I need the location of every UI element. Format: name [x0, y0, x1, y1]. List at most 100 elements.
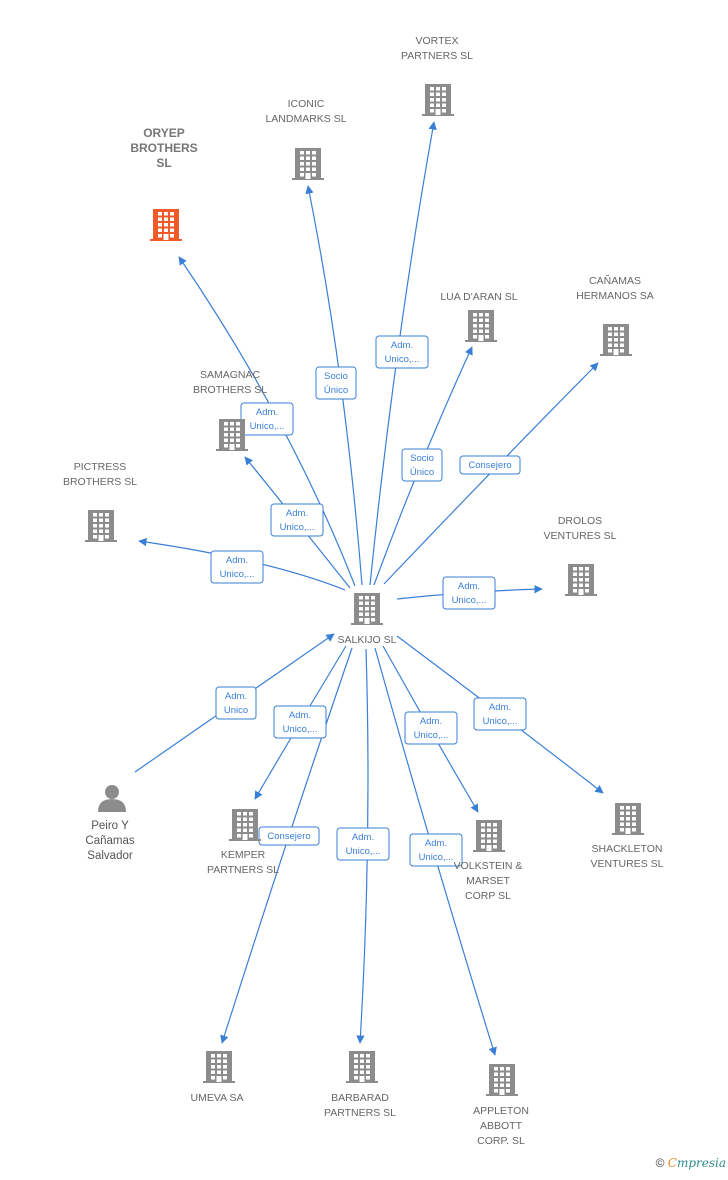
node-label-appleton: APPLETON [473, 1105, 529, 1117]
edge-label-samagnac: Adm. Unico,... [270, 503, 324, 537]
node-label-samagnac: SAMAGNAC [200, 369, 261, 381]
node-pictress[interactable]: PICTRESS BROTHERS SL [63, 461, 137, 542]
edge-label-appleton: Adm. Unico,... [409, 833, 463, 867]
node-label-shackleton: VENTURES SL [591, 858, 664, 870]
footer-brand: © Cmpresia [656, 1156, 726, 1170]
building-icon [612, 803, 644, 835]
node-luadaran[interactable]: LUA D'ARAN SL [440, 291, 518, 342]
edge-label-canamas: Consejero [459, 455, 521, 475]
node-shackleton[interactable]: SHACKLETON VENTURES SL [591, 803, 664, 870]
node-label-appleton: CORP. SL [477, 1135, 525, 1147]
node-label-salkijo: SALKIJO SL [338, 634, 397, 646]
edge-label-text: Unico,... [419, 852, 454, 863]
building-icon [473, 820, 505, 852]
node-label-kemper: KEMPER [221, 849, 266, 861]
edge-label-box [409, 833, 463, 867]
node-label-oryep: BROTHERS [130, 141, 197, 155]
building-icon [600, 324, 632, 356]
edge-label-barbarad: Adm.Unico,... [336, 827, 390, 861]
edge-label-oryep: Adm.Unico,... [240, 402, 294, 436]
edge-label-text: Adm. [286, 508, 308, 519]
node-label-iconic: LANDMARKS SL [265, 113, 346, 125]
building-icon [346, 1051, 378, 1083]
node-label-drolos: DROLOS [558, 515, 602, 527]
building-icon [465, 310, 497, 342]
edge-label-text: Adm. [226, 555, 248, 566]
edge-label-box [270, 503, 324, 537]
building-icon [351, 593, 383, 625]
edge-label-text: Unico,... [220, 569, 255, 580]
node-label-shackleton: SHACKLETON [592, 843, 663, 855]
edge-label-text: Adm. [458, 581, 480, 592]
edge-label-box [375, 335, 429, 369]
edge-label-text: Socio [324, 371, 348, 382]
node-label-pictress: PICTRESS [74, 461, 127, 473]
edge-label-box [442, 576, 496, 610]
building-icon [292, 148, 324, 180]
edge-label-text: Único [324, 385, 348, 396]
node-barbarad[interactable]: BARBARAD PARTNERS SL [324, 1051, 396, 1119]
edge-label-text: Único [410, 467, 434, 478]
node-label-volkstein: VOLKSTEIN & [454, 860, 523, 872]
edge-label-box [273, 705, 327, 739]
building-icon-highlighted [150, 209, 182, 241]
edge-label-box [459, 455, 521, 475]
brand-logo-text: mpresia [676, 1156, 726, 1170]
edge-label-pictress: Adm. Unico,... [210, 550, 264, 584]
node-label-oryep: SL [156, 156, 171, 170]
edge-label-box [404, 711, 458, 745]
edge-label-text: Unico,... [280, 522, 315, 533]
brand-logo-initial: C [667, 1156, 677, 1170]
edge-label-umeva: Consejero [258, 826, 320, 846]
edge-label-text: Unico,... [283, 724, 318, 735]
building-icon [85, 510, 117, 542]
edge-label-text: Socio [410, 453, 434, 464]
building-icon [229, 809, 261, 841]
edge-label-kemper: Adm. Unico,... [273, 705, 327, 739]
node-label-samagnac: BROTHERS SL [193, 384, 267, 396]
node-label-barbarad: PARTNERS SL [324, 1107, 396, 1119]
node-label-barbarad: BARBARAD [331, 1092, 389, 1104]
node-salkijo[interactable]: SALKIJO SL [338, 593, 397, 646]
edge-label-text: Adm. [425, 838, 447, 849]
node-label-volkstein: CORP SL [465, 890, 511, 902]
edge-label-text: Unico,... [346, 846, 381, 857]
building-icon [216, 419, 248, 451]
node-iconic[interactable]: ICONIC LANDMARKS SL [265, 98, 347, 180]
edge-label-text: Unico,... [483, 716, 518, 727]
edge-label-text: Consejero [468, 460, 511, 471]
node-samagnac[interactable]: SAMAGNAC BROTHERS SL [193, 369, 267, 451]
node-label-appleton: ABBOTT [480, 1120, 523, 1132]
edge-label-shackleton: Adm. Unico,... [473, 697, 527, 731]
node-label-pictress: BROTHERS SL [63, 476, 137, 488]
edge-label-text: Unico,... [385, 354, 420, 365]
edge-label-box [215, 686, 257, 720]
node-appleton[interactable]: APPLETON ABBOTT CORP. SL [473, 1064, 529, 1147]
building-icon [422, 84, 454, 116]
edge-label-text: Unico,... [250, 421, 285, 432]
edge-label-text: Unico,... [452, 595, 487, 606]
node-label-luadaran: LUA D'ARAN SL [440, 291, 517, 303]
edge-label-box [315, 366, 357, 400]
edge-label-box [401, 448, 443, 482]
node-label-vortex: PARTNERS SL [401, 50, 473, 62]
edge-label-box [210, 550, 264, 584]
edge-label-text: Adm. [489, 702, 511, 713]
node-label-canamas: CAÑAMAS [589, 274, 641, 287]
node-umeva[interactable]: UMEVA SA [191, 1051, 244, 1104]
node-label-iconic: ICONIC [288, 98, 325, 110]
edge-label-text: Adm. [225, 691, 247, 702]
building-icon [565, 564, 597, 596]
edge-label-box [336, 827, 390, 861]
node-label-umeva: UMEVA SA [191, 1092, 244, 1104]
edge-label-text: Adm. [289, 710, 311, 721]
